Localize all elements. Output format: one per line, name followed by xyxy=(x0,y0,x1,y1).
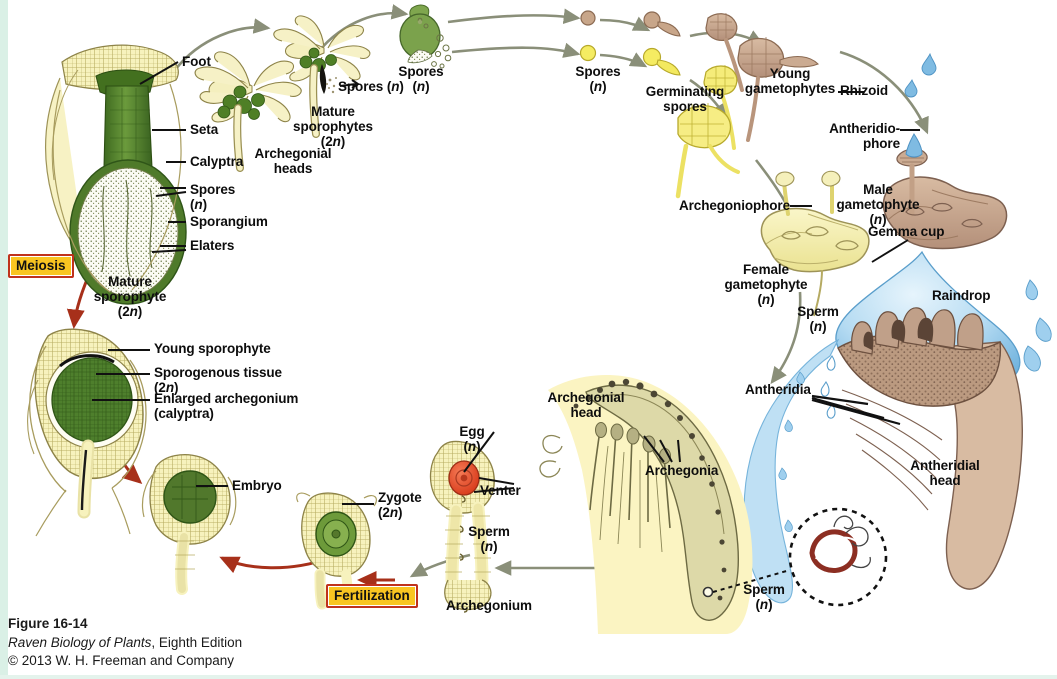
label-zygote: Zygote(2n) xyxy=(378,490,422,521)
label-elaters: Elaters xyxy=(190,238,235,253)
label-archegonia: Archegonia xyxy=(645,463,719,478)
label-egg: Egg(n) xyxy=(459,424,485,455)
label-gemma-cup: Gemma cup xyxy=(868,224,945,239)
figure-source: Raven Biology of Plants, Eighth Edition xyxy=(8,634,242,653)
label-embryo: Embryo xyxy=(232,478,282,493)
fertilization-badge: Fertilization xyxy=(326,584,418,608)
label-spores-sporangium: Spores(n) xyxy=(190,182,236,213)
label-antheridia: Antheridia xyxy=(745,382,811,397)
figure-source-edition: , Eighth Edition xyxy=(151,634,243,650)
figure-caption: Figure 16-14 Raven Biology of Plants, Ei… xyxy=(8,615,242,671)
label-young-sporophyte: Young sporophyte xyxy=(154,341,271,356)
figure-source-title: Raven Biology of Plants xyxy=(8,634,152,650)
label-enlarged-archegonium: Enlarged archegonium(calyptra) xyxy=(154,391,299,422)
label-spores-arrow: Spores (n) xyxy=(338,79,404,94)
label-raindrop: Raindrop xyxy=(932,288,991,303)
label-spores-right: Spores(n) xyxy=(575,64,621,95)
label-foot: Foot xyxy=(182,54,211,69)
label-seta: Seta xyxy=(190,122,219,137)
label-venter: Venter xyxy=(480,483,521,498)
label-spores-center: Spores(n) xyxy=(398,64,444,95)
label-archegoniophore: Archegoniophore xyxy=(678,198,790,213)
meiosis-badge: Meiosis xyxy=(8,254,74,278)
label-rhizoid: Rhizoid xyxy=(840,83,889,98)
figure-copyright: © 2013 W. H. Freeman and Company xyxy=(8,653,235,669)
label-sporogenous-tissue: Sporogenous tissue(2n) xyxy=(154,365,282,396)
figure-number: Figure 16-14 xyxy=(8,616,88,632)
label-calyptra: Calyptra xyxy=(190,154,244,169)
label-sporangium: Sporangium xyxy=(190,214,268,229)
label-sperm-inset: Sperm(n) xyxy=(743,582,785,613)
bottom-edge-strip xyxy=(0,675,1057,679)
label-sperm-upper: Sperm(n) xyxy=(797,304,839,335)
label-archegonium: Archegonium xyxy=(446,598,532,613)
label-sperm-archegonium: Sperm(n) xyxy=(468,524,510,555)
label-antheridiophore: Antheridio-phore xyxy=(829,121,900,152)
left-edge-strip xyxy=(0,0,8,679)
